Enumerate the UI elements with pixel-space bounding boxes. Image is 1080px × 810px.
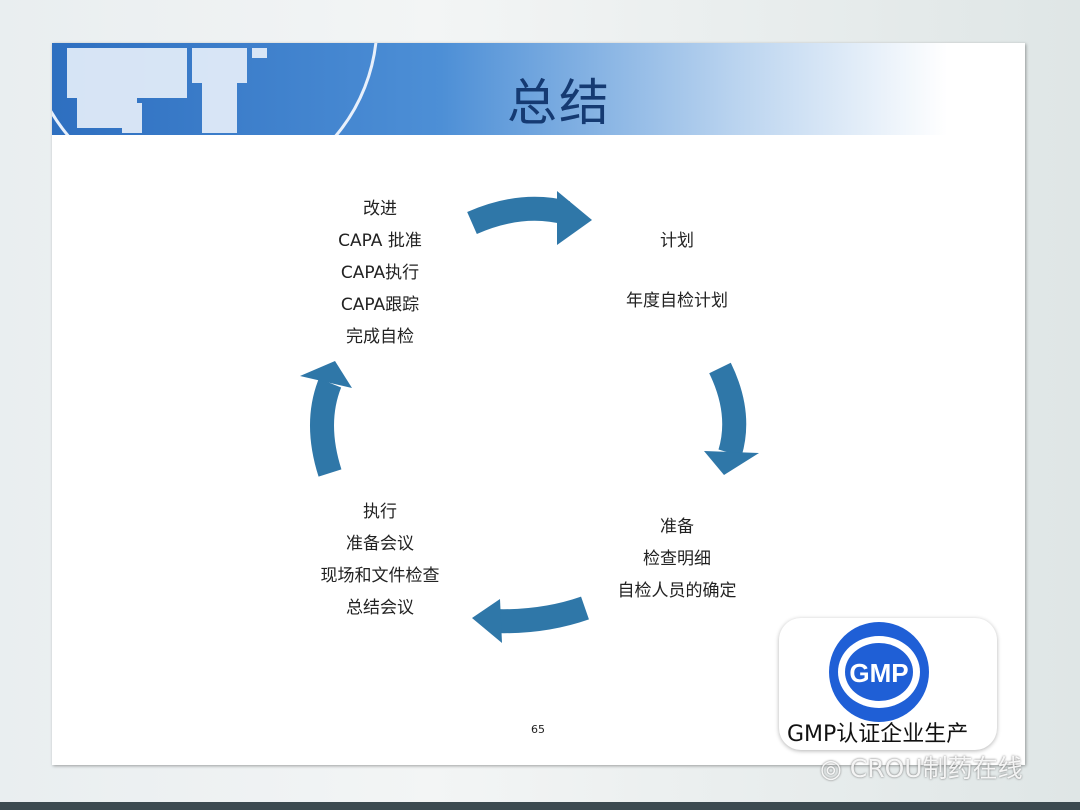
spacer [597,256,757,286]
arrow-improve-to-plan [467,196,571,235]
step-item: 现场和文件检查 [320,566,440,586]
logo-caption: GMP认证企业生产 [787,722,969,747]
background-bar [0,802,1080,810]
step-item: 年度自检计划 [626,291,728,311]
arrow-plan-to-prepare [709,362,747,457]
step-item: CAPA执行 [340,263,420,283]
arrow-prepare-to-execute [491,596,589,634]
step-improve: 改进 CAPA 批准 CAPA执行 CAPA跟踪 完成自检 [310,193,450,353]
step-item: CAPA 批准 [338,231,422,251]
world-map-graphic [52,43,378,135]
arrowhead [472,599,502,643]
watermark-text: CROU制药在线 [849,754,1023,783]
gmp-badge-icon: GMP [829,622,929,722]
step-item: 总结会议 [346,598,414,618]
arrowhead [704,451,759,475]
arrow-execute-to-improve [310,378,342,477]
wechat-icon: ◎ [820,754,850,783]
page-number: 65 [531,723,545,736]
step-improve-title: 改进 [363,199,397,219]
step-prepare: 准备 检查明细 自检人员的确定 [592,511,762,607]
watermark: ◎ CROU制药在线 [820,754,1023,784]
step-prepare-title: 准备 [660,517,694,537]
step-item: 自检人员的确定 [617,581,737,601]
gmp-logo: GMP GMP认证企业生产 [779,618,997,750]
gmp-badge-text: GMP [849,658,908,688]
slide: 总结 改进 CAPA 批准 CAPA执行 CAPA跟踪 完成自检 计划 年度自检… [52,43,1025,765]
cycle-arrows [300,191,759,643]
step-item: 完成自检 [346,327,414,347]
step-execute-title: 执行 [363,502,397,522]
step-item: CAPA跟踪 [340,295,420,315]
step-item: 检查明细 [643,549,711,569]
step-execute: 执行 准备会议 现场和文件检查 总结会议 [300,496,460,624]
slide-title: 总结 [507,74,611,132]
step-item: 准备会议 [346,534,414,554]
step-plan-title: 计划 [660,231,694,251]
step-plan: 计划 年度自检计划 [597,226,757,316]
arrowhead [300,361,352,388]
slide-header: 总结 [52,43,1025,135]
arrowhead [557,191,592,245]
